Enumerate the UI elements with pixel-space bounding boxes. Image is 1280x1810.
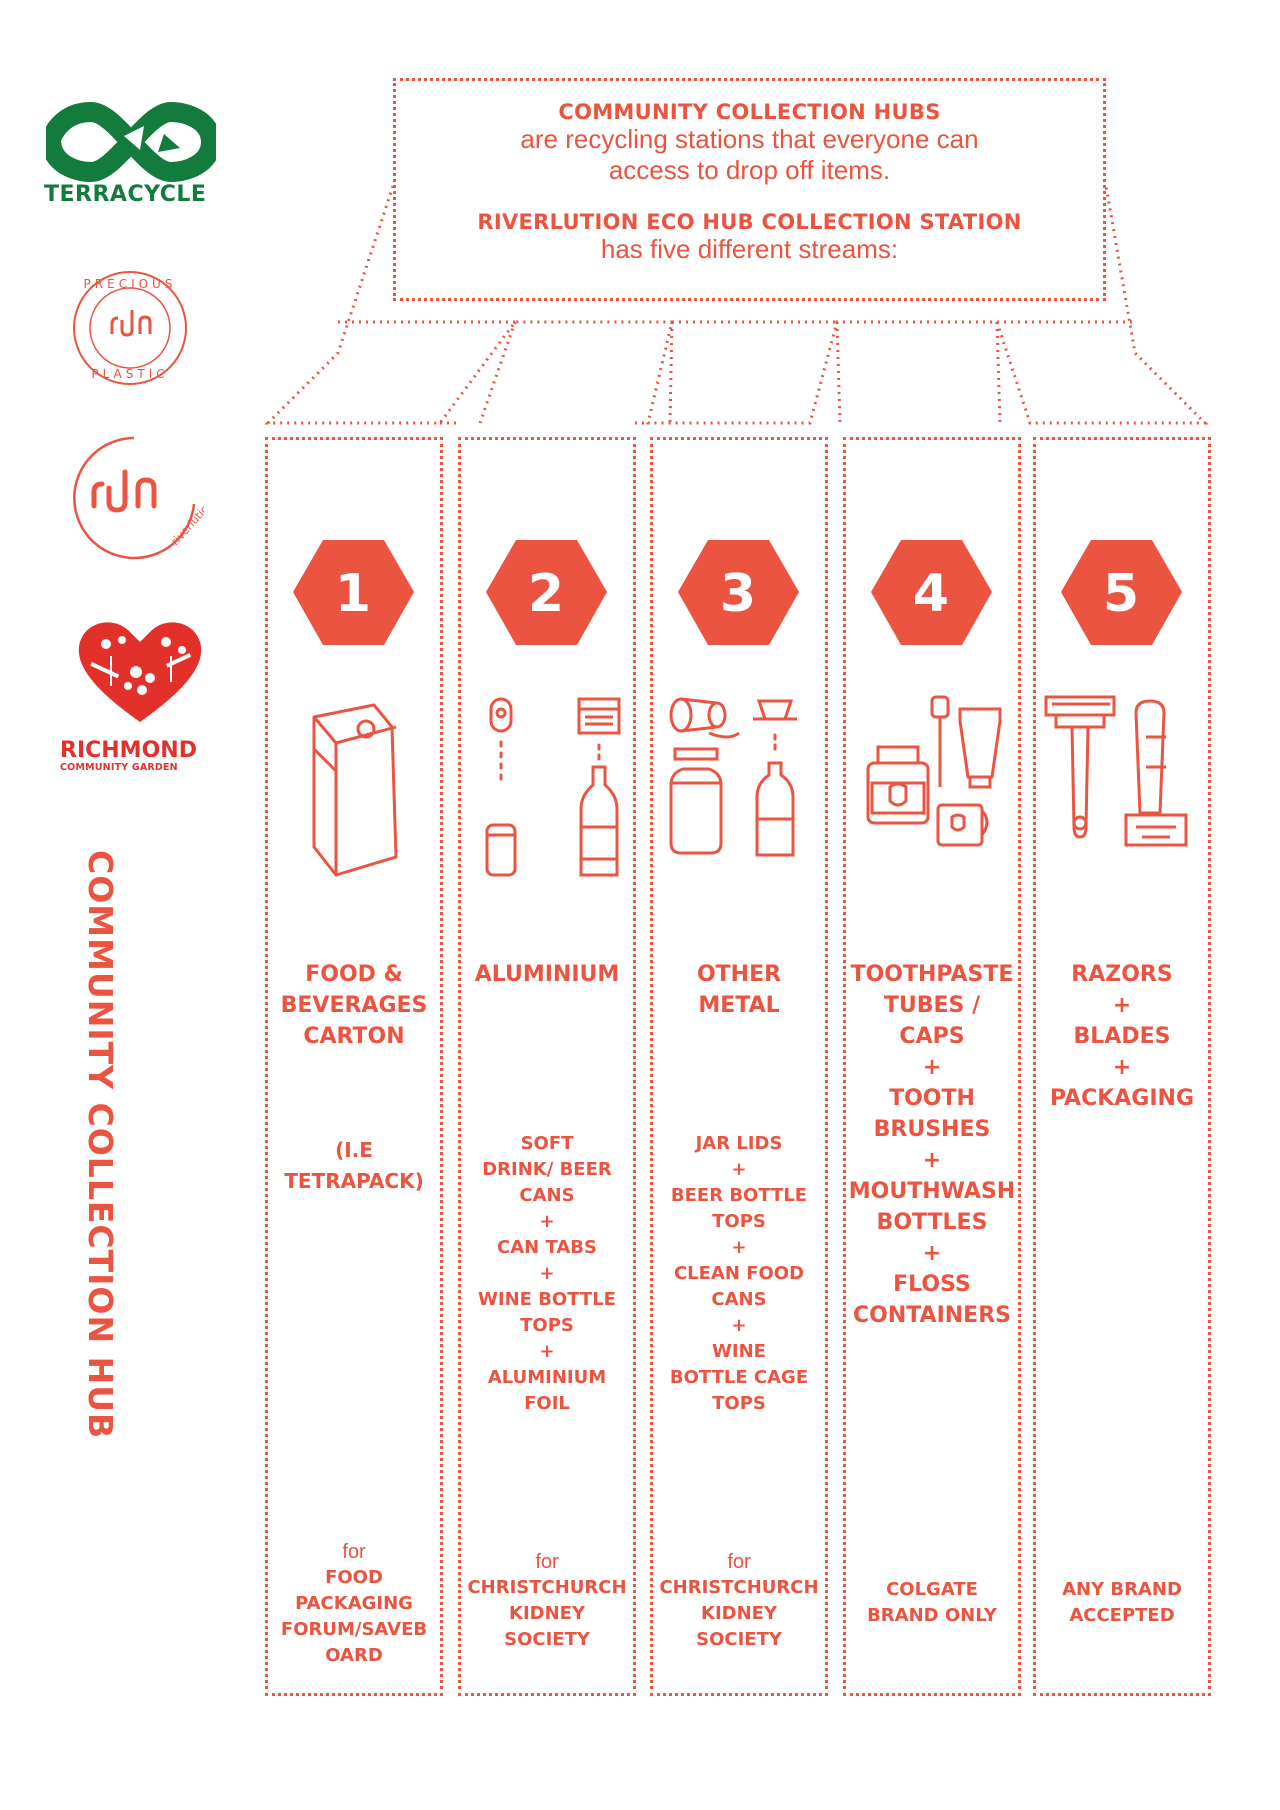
precious-plastic-logo: PRECIOUS PLASTIC bbox=[70, 268, 190, 388]
carton-icon bbox=[312, 703, 398, 877]
stream-box-4 bbox=[843, 437, 1021, 1696]
svg-text:4: 4 bbox=[913, 564, 949, 624]
stream-box-1 bbox=[265, 437, 443, 1696]
station-title: RIVERLUTION ECO HUB COLLECTION STATION bbox=[477, 210, 1022, 234]
richmond-subtitle: COMMUNITY GARDEN bbox=[60, 762, 178, 773]
infinity-icon bbox=[40, 101, 222, 183]
terracycle-wordmark: TERRACYCLE bbox=[44, 182, 207, 207]
stream-items: JAR LIDS+BEER BOTTLE TOPS+CLEAN FOOD CAN… bbox=[669, 1133, 809, 1414]
station-line: has five different streams: bbox=[600, 234, 899, 264]
terracycle-logo bbox=[40, 92, 222, 183]
oral-care-icon bbox=[866, 695, 1002, 847]
number-hexagon: 3 bbox=[678, 540, 799, 645]
header-text: COMMUNITY COLLECTION HUBS are recycling … bbox=[393, 100, 1106, 265]
svg-text:1: 1 bbox=[335, 564, 371, 624]
aluminium-icon bbox=[485, 697, 621, 877]
svg-text:2: 2 bbox=[528, 564, 564, 624]
stream-box-2 bbox=[458, 437, 636, 1696]
stream-box-3 bbox=[650, 437, 828, 1696]
riverlution-icon: riverlution bbox=[73, 436, 216, 560]
svg-text:PRECIOUS: PRECIOUS bbox=[84, 277, 177, 291]
stream-title: ALUMINIUM bbox=[474, 962, 620, 987]
hubs-title: COMMUNITY COLLECTION HUBS bbox=[558, 100, 941, 124]
number-hexagon: 5 bbox=[1061, 540, 1182, 645]
hubs-line-2: access to drop off items. bbox=[608, 155, 891, 185]
number-hexagon: 1 bbox=[293, 540, 414, 645]
stream-box-5 bbox=[1033, 437, 1211, 1696]
number-hexagon: 4 bbox=[871, 540, 992, 645]
richmond-garden-logo bbox=[70, 612, 210, 732]
svg-text:riverlution: riverlution bbox=[169, 497, 204, 548]
other-metal-icon bbox=[669, 697, 797, 857]
side-title: COMMUNITY COLLECTION HUB bbox=[81, 850, 120, 1440]
heart-garden-icon bbox=[78, 622, 202, 722]
precious-plastic-icon: PRECIOUS PLASTIC bbox=[73, 271, 187, 385]
svg-text:PLASTIC: PLASTIC bbox=[91, 367, 168, 381]
svg-text:5: 5 bbox=[1103, 564, 1139, 624]
razor-icon bbox=[1044, 695, 1188, 847]
stream-title: RAZORS+BLADES +PACKAGING bbox=[1049, 962, 1195, 1111]
number-hexagon: 2 bbox=[486, 540, 607, 645]
riverlution-logo: riverlution bbox=[64, 428, 216, 568]
svg-text:3: 3 bbox=[720, 564, 756, 624]
hubs-line-1: are recycling stations that everyone can bbox=[520, 124, 979, 154]
richmond-name: RICHMOND bbox=[60, 738, 197, 763]
